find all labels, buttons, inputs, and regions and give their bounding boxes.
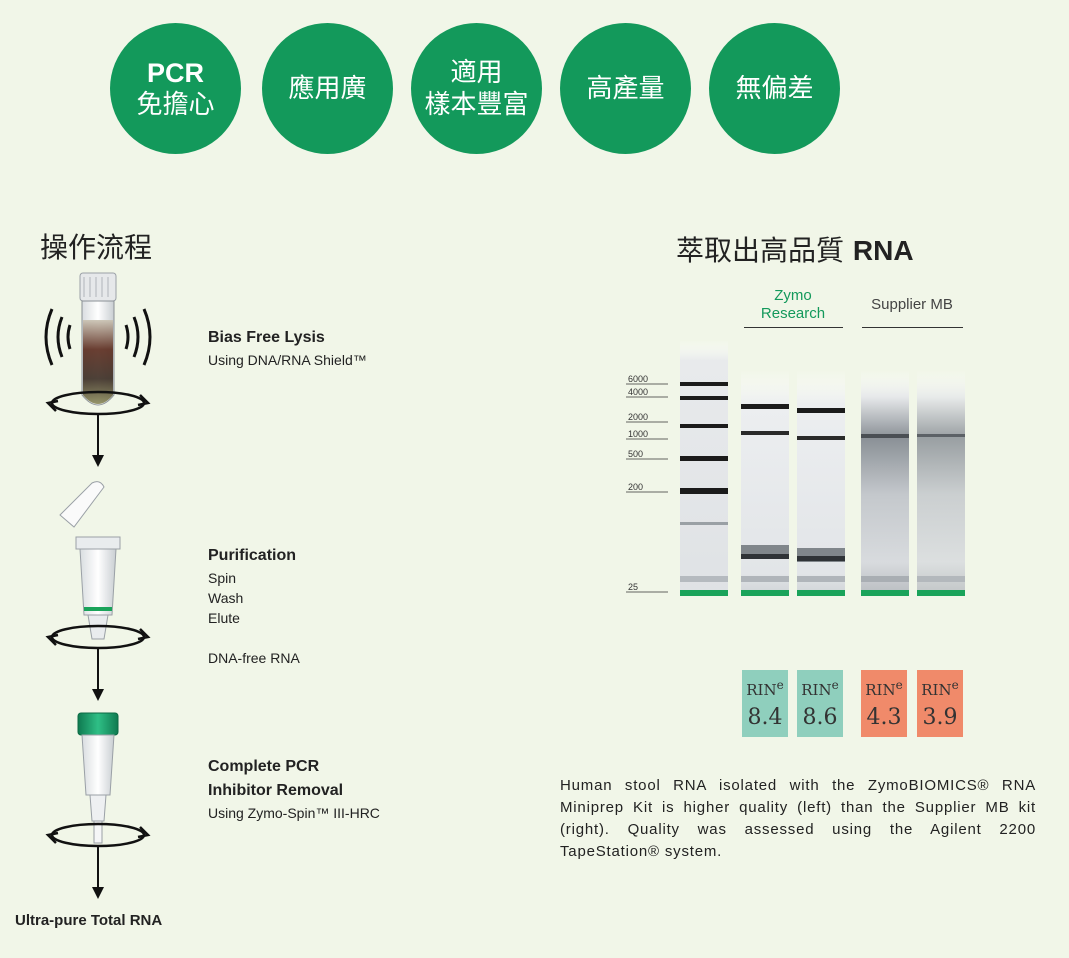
ladder-label: 6000 [628, 374, 648, 384]
feature-badge-no-bias: 無偏差 [709, 23, 840, 154]
step-lysis: Bias Free Lysis Using DNA/RNA Shield™ [208, 326, 367, 370]
feature-badge-high-yield: 高產量 [560, 23, 691, 154]
workflow-illustration [44, 272, 152, 899]
group-label-line: Supplier MB [871, 296, 953, 313]
rin-label: RINe [921, 678, 959, 699]
step-title: Complete PCR [208, 758, 320, 775]
ladder-label: 200 [628, 482, 643, 492]
step-title: Purification [208, 547, 297, 564]
ladder-label: 25 [628, 582, 638, 592]
feature-badge-line2: 樣本豐富 [424, 89, 529, 120]
group-underline-supplier [862, 327, 963, 328]
rotation-icon [45, 822, 151, 848]
step-inhibitor-removal: Complete PCR Inhibitor Removal Using Zym… [208, 755, 380, 823]
gel-lane-supplier-2 [917, 370, 965, 596]
step-subtitle: Using Zymo-Spin™ III-HRC [208, 805, 380, 821]
feature-badge-line2: 免擔心 [136, 89, 215, 120]
group-underline-zymo [744, 327, 843, 328]
feature-badge-wide-application: 應用廣 [262, 23, 393, 154]
rin-label: RINe [801, 678, 839, 699]
feature-badge-pcr: PCR 免擔心 [110, 23, 241, 154]
final-product-label: Ultra-pure Total RNA [15, 912, 163, 929]
workflow-heading: 操作流程 [40, 231, 153, 264]
step-item: Spin [208, 570, 237, 586]
group-label-line: Zymo [774, 287, 812, 304]
rin-label: RINe [865, 678, 903, 699]
step-purification: Purification Spin Wash Elute DNA-free RN… [208, 544, 300, 668]
rin-label: RINe [746, 678, 784, 699]
rin-value: 4.3 [866, 705, 902, 730]
rin-badge-zymo-1: RINe 8.4 [742, 670, 788, 737]
rin-value: 8.6 [802, 705, 838, 730]
step-title: Inhibitor Removal [208, 782, 344, 799]
gel-lane-zymo-1 [741, 370, 789, 596]
feature-badge-line1: 適用 [450, 57, 503, 88]
feature-badge-line1: 高產量 [586, 73, 665, 104]
hrc-column-icon [77, 712, 119, 844]
rin-badge-supplier-1: RINe 4.3 [861, 670, 907, 737]
rotation-icon [45, 390, 151, 416]
feature-badge-line1: 無偏差 [735, 73, 814, 104]
down-arrow-icon [92, 415, 104, 467]
gel-image: 6000 4000 2000 1000 500 200 25 [626, 340, 965, 596]
group-label-zymo: Zymo Research [744, 287, 842, 323]
step-item: Wash [208, 590, 244, 606]
quality-heading: 萃取出高品質 RNA [676, 229, 914, 269]
down-arrow-icon [92, 847, 104, 899]
ladder-label: 500 [628, 449, 643, 459]
gel-lane-supplier-1 [861, 370, 909, 596]
down-arrow-icon [92, 649, 104, 701]
rin-value: 3.9 [922, 705, 958, 730]
spin-column-icon [59, 481, 121, 640]
rin-badge-zymo-2: RINe 8.6 [797, 670, 843, 737]
ladder-labels: 6000 4000 2000 1000 500 200 25 [626, 374, 668, 593]
feature-badge-line1: 應用廣 [288, 73, 367, 104]
step-item: Elute [208, 610, 240, 626]
quality-heading-bold: RNA [852, 235, 914, 266]
group-label-supplier: Supplier MB [860, 296, 964, 314]
quality-heading-cjk: 萃取出高品質 [676, 234, 845, 267]
rin-value: 8.4 [747, 705, 783, 730]
gel-caption: Human stool RNA isolated with the ZymoBI… [560, 777, 1036, 860]
ladder-label: 2000 [628, 412, 648, 422]
rotation-icon [45, 624, 151, 650]
group-label-line: Research [760, 305, 826, 322]
step-title: Bias Free Lysis [208, 329, 325, 346]
step-note: DNA-free RNA [208, 650, 300, 666]
gel-lane-ladder [680, 340, 728, 596]
lysis-tube-icon [79, 272, 117, 406]
gel-lane-zymo-2 [797, 370, 845, 596]
vibration-icon [44, 308, 152, 366]
feature-badge-line1: PCR [146, 57, 204, 88]
feature-badge-sample-types: 適用 樣本豐富 [411, 23, 542, 154]
ladder-label: 4000 [628, 387, 648, 397]
step-subtitle: Using DNA/RNA Shield™ [208, 352, 367, 368]
rin-badge-supplier-2: RINe 3.9 [917, 670, 963, 737]
ladder-label: 1000 [628, 429, 648, 439]
